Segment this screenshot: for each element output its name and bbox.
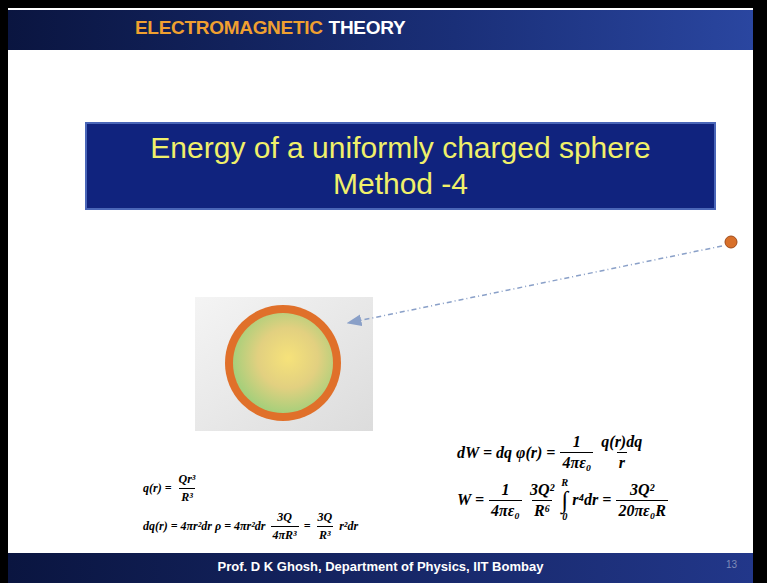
formula-text: = xyxy=(304,519,311,534)
header-text: ELECTROMAGNETIC THEORY xyxy=(135,17,405,39)
denominator: R³ xyxy=(179,488,195,505)
numerator: 1 xyxy=(571,433,583,452)
header-word: ELECTROMAGNETIC xyxy=(135,17,323,38)
fraction: Qr³R³ xyxy=(177,472,198,505)
title-text: Energy of a uniformly charged sphere Met… xyxy=(87,130,714,202)
formula: dW = dq φ(r) =14πε₀q(r)dqr xyxy=(455,433,647,472)
numerator: Qr³ xyxy=(177,472,198,488)
sphere-shell xyxy=(225,305,341,421)
sphere-core xyxy=(233,313,333,413)
fraction: 3Q4πR³ xyxy=(271,510,299,543)
footer-caption: Prof. D K Ghosh, Department of Physics, … xyxy=(8,557,753,577)
lower-limit: 0 xyxy=(562,512,567,522)
formula-text: r⁴dr = xyxy=(572,491,611,509)
denominator: 4πε₀ xyxy=(560,452,593,472)
denominator: 4πε₀ xyxy=(489,500,522,520)
denominator: r xyxy=(617,452,627,472)
formula: dq(r) = 4πr²dr ρ = 4πr²dr3Q4πR³=3QR³r²dr xyxy=(141,510,360,543)
header-word: THEORY xyxy=(329,17,406,38)
numerator: 3Q² xyxy=(628,481,656,500)
formula: W =14πε₀3Q²R⁶R∫0r⁴dr =3Q²20πε₀R xyxy=(455,478,671,523)
footer-bar xyxy=(8,553,753,583)
fraction: q(r)dqr xyxy=(599,433,644,472)
numerator: 1 xyxy=(500,481,512,500)
numerator: 3Q xyxy=(275,510,294,526)
formula-text: r²dr xyxy=(339,519,358,534)
slide-number: 13 xyxy=(726,559,737,570)
denominator: 20πε₀R xyxy=(616,500,668,520)
fraction: 14πε₀ xyxy=(560,433,593,472)
formula: q(r) = Qr³R³ xyxy=(141,472,200,505)
denominator: 4πR³ xyxy=(271,526,299,543)
fraction: 3Q²R⁶ xyxy=(528,481,556,520)
numerator: 3Q² xyxy=(528,481,556,500)
slide-ground: ELECTROMAGNETIC THEORY Energy of a uniform… xyxy=(8,8,753,583)
fraction: 14πε₀ xyxy=(489,481,522,520)
formula-text: q(r) = xyxy=(143,481,172,496)
formula-text: dq(r) = 4πr²dr ρ = 4πr²dr xyxy=(143,519,266,534)
fraction: 3QR³ xyxy=(316,510,335,543)
denominator: R⁶ xyxy=(532,500,552,520)
formula-text: W = xyxy=(457,491,484,509)
image-tile xyxy=(195,297,373,431)
header-bar xyxy=(8,10,753,50)
dashed-arrow xyxy=(348,246,722,323)
point-charge xyxy=(725,236,737,248)
upper-limit: R xyxy=(561,478,568,488)
numerator: 3Q xyxy=(316,510,335,526)
title-band: Energy of a uniformly charged sphere Met… xyxy=(85,122,716,210)
numerator: q(r)dq xyxy=(599,433,644,452)
integral-sign: ∫ xyxy=(561,488,568,512)
formula-text: dW = dq φ(r) = xyxy=(457,444,555,462)
integral: R∫0 xyxy=(561,478,568,523)
denominator: R³ xyxy=(317,526,333,543)
fraction: 3Q²20πε₀R xyxy=(616,481,668,520)
